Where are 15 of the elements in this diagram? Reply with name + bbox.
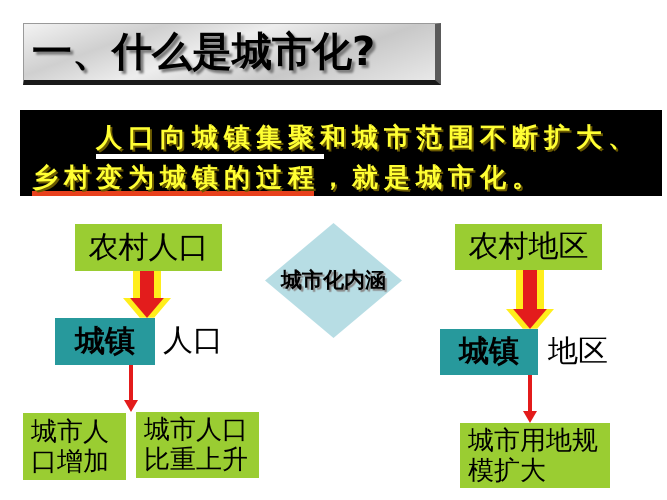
outcome-box: 城市人口增加 [23,413,126,480]
concept-box: 农村地区 [455,224,602,270]
concept-label: 城市化内涵 [281,270,386,291]
arrow [124,365,138,412]
result-box: 城镇 [55,318,155,365]
result-box: 城镇 [440,329,538,375]
beside-label: 地区 [548,337,608,367]
concept-box: 农村人口 [75,224,222,271]
outcome-box: 城市人口比重上升 [136,412,259,478]
title-heading: 一、什么是城市化? [23,23,441,85]
outcome-box: 城市用地规模扩大 [460,423,610,488]
block-arrow [513,270,547,329]
arrow [523,375,537,423]
beside-label: 人口 [163,326,223,356]
block-arrow [130,271,164,318]
